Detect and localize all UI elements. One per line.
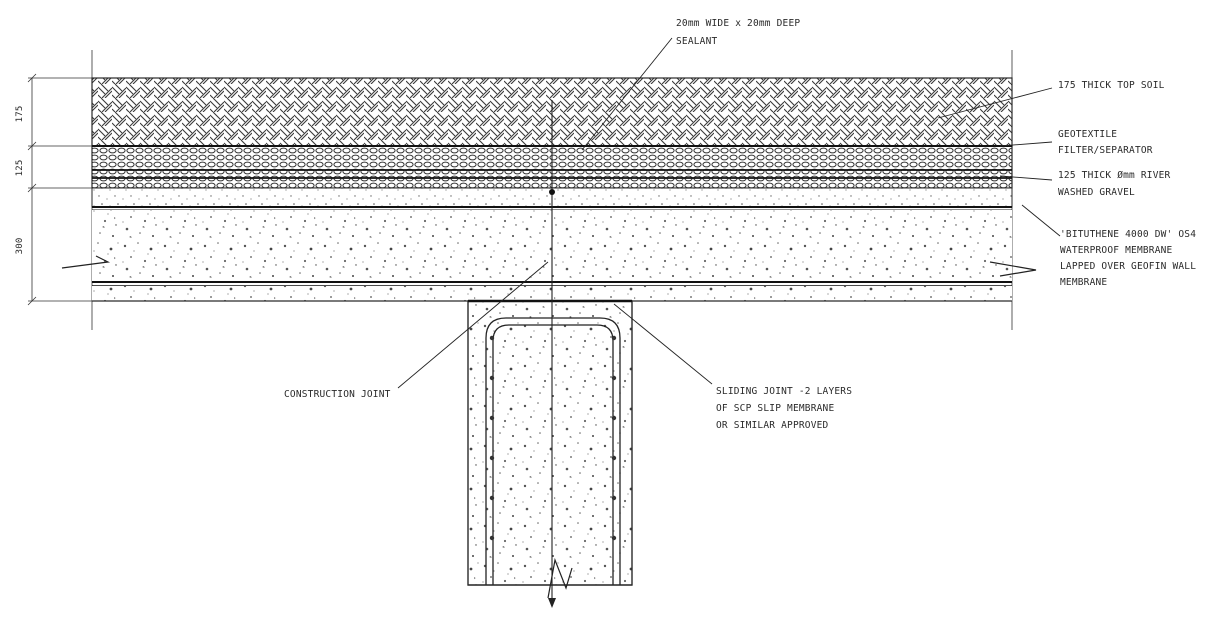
- label-geotextile-2: FILTER/SEPARATOR: [1058, 145, 1153, 156]
- label-sliding-3: OR SIMILAR APPROVED: [716, 420, 829, 431]
- label-construction-joint: CONSTRUCTION JOINT: [284, 389, 391, 400]
- label-geotextile-1: GEOTEXTILE: [1058, 129, 1117, 140]
- label-sealant-1: 20mm WIDE x 20mm DEEP: [676, 18, 800, 29]
- dim-gravel: 125: [15, 160, 25, 177]
- break-line-right: [989, 261, 1037, 277]
- label-membrane-3: LAPPED OVER GEOFIN WALL: [1060, 261, 1196, 272]
- dim-slab: 300: [15, 238, 25, 255]
- label-gravel-1: 125 THICK Ømm RIVER: [1058, 170, 1171, 181]
- leader-lines: [397, 37, 1061, 389]
- label-membrane-1: 'BITUTHENE 4000 DW' OS4: [1060, 229, 1196, 240]
- label-topsoil: 175 THICK TOP SOIL: [1058, 80, 1165, 91]
- label-membrane-2: WATERPROOF MEMBRANE: [1060, 245, 1173, 256]
- wall-reinforcement-outer: [485, 317, 621, 585]
- sealant-dot: [549, 189, 555, 195]
- wall-section: [467, 299, 633, 586]
- label-sliding-1: SLIDING JOINT -2 LAYERS: [716, 386, 852, 397]
- label-gravel-2: WASHED GRAVEL: [1058, 187, 1135, 198]
- label-sealant-2: SEALANT: [676, 36, 718, 47]
- label-membrane-4: MEMBRANE: [1060, 277, 1107, 288]
- label-sliding-2: OF SCP SLIP MEMBRANE: [716, 403, 834, 414]
- break-line-left: [61, 255, 111, 269]
- dim-topsoil: 175: [15, 106, 25, 123]
- wall-reinforcement-inner: [492, 324, 614, 585]
- dimension-chain: [27, 73, 92, 306]
